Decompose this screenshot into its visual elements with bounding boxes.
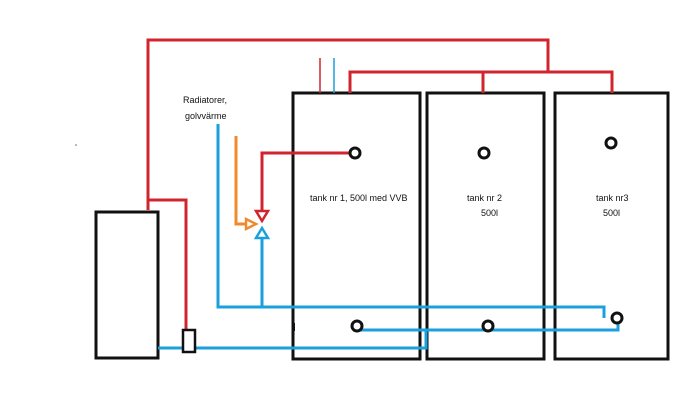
circulation-pump	[181, 328, 197, 354]
tank1-label: tank nr 1, 500l med VVB	[310, 193, 408, 203]
hot-branch-to-valve	[148, 198, 188, 330]
tank-1	[291, 91, 422, 361]
mixing-valve-hot-arrow	[253, 209, 271, 224]
boiler-unit	[94, 210, 160, 360]
tank3-volume-label: 500l	[603, 208, 620, 218]
cold-return-to-boiler	[158, 328, 428, 350]
tank1-bottom-port	[350, 319, 364, 333]
tank1-side-mark	[292, 323, 295, 331]
tank-2	[425, 91, 546, 361]
hot-supply-pipe	[146, 38, 550, 210]
tank2-bottom-port	[481, 319, 495, 333]
tank3-bottom-port	[610, 311, 624, 325]
radiator-return-pipe	[216, 124, 606, 318]
tank3-name-label: tank nr3	[596, 193, 629, 203]
hot-pipe-from-tank1	[260, 151, 355, 213]
radiators-label-line1: Radiatorer,	[183, 95, 227, 105]
tank2-volume-label: 500l	[481, 208, 498, 218]
tank2-name-label: tank nr 2	[467, 193, 502, 203]
mixing-valve-cold-arrow	[253, 225, 271, 240]
mixing-valve-orange-arrow	[244, 216, 259, 232]
orange-radiator-pipe	[234, 136, 250, 226]
radiators-label-line2: golvvärme	[185, 111, 227, 121]
hot-pipe-tank3	[548, 70, 614, 93]
tank3-top-port	[604, 136, 618, 150]
stray-dot	[75, 144, 77, 146]
tank1-top-port	[348, 146, 362, 160]
tank2-top-port	[477, 146, 491, 160]
